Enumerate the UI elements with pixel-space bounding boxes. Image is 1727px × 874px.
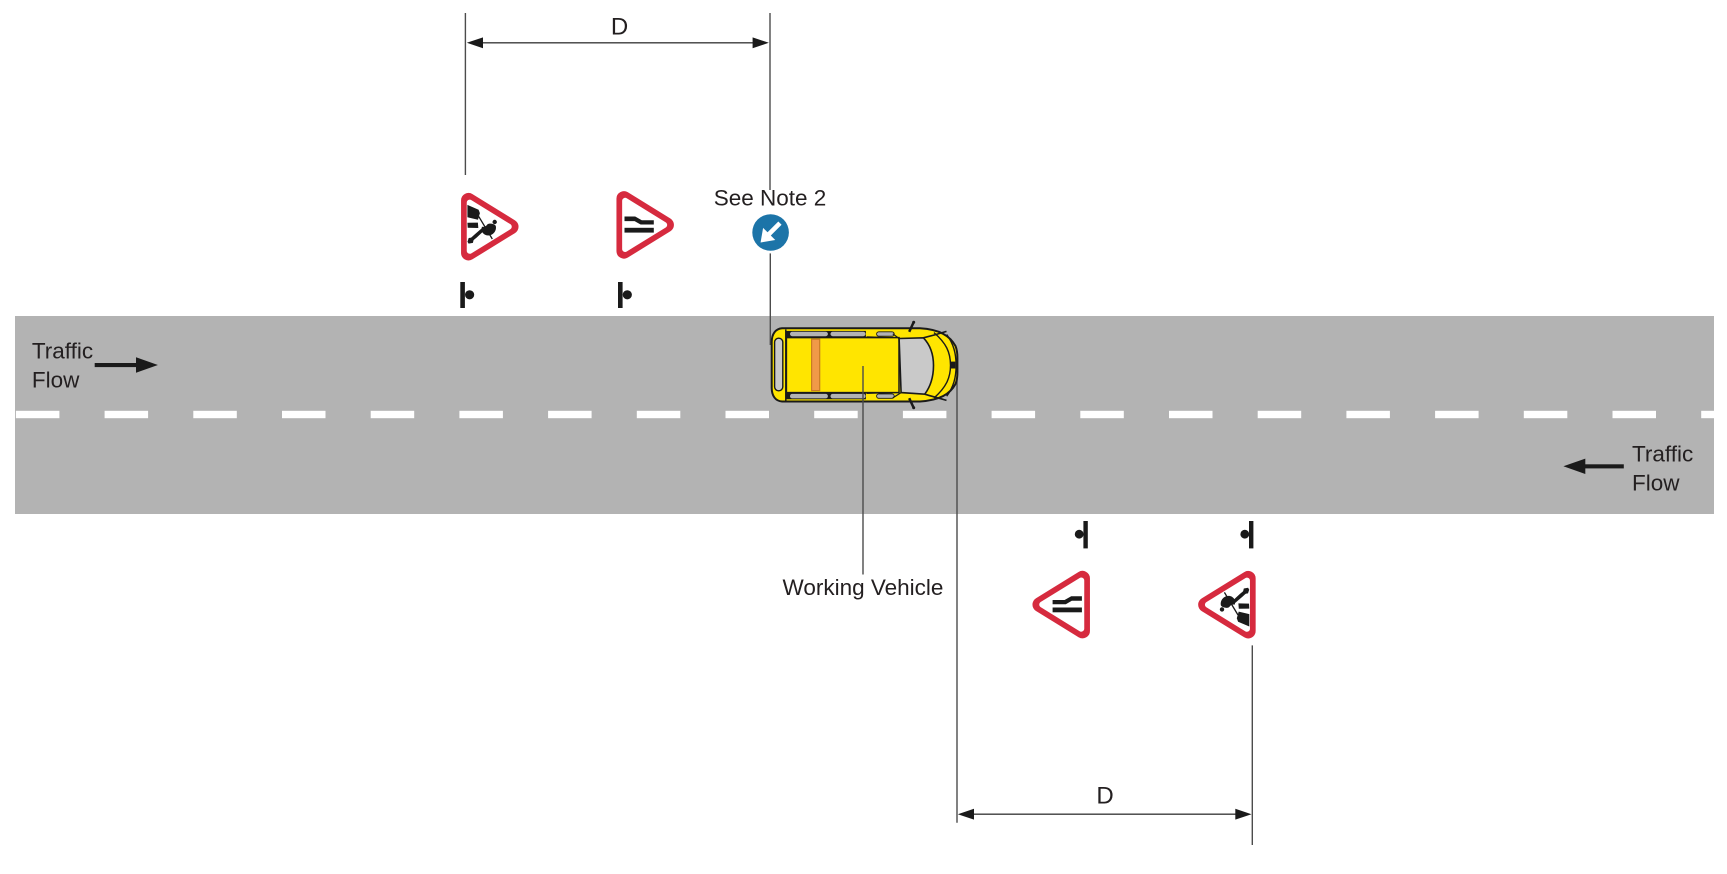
svg-text:Traffic: Traffic: [1632, 442, 1693, 467]
svg-text:D: D: [611, 14, 628, 41]
svg-text:Working Vehicle: Working Vehicle: [783, 575, 944, 600]
svg-text:See Note 2: See Note 2: [714, 186, 827, 211]
svg-text:D: D: [1096, 782, 1113, 809]
svg-text:Flow: Flow: [1632, 470, 1680, 495]
svg-text:Flow: Flow: [32, 367, 80, 392]
svg-text:Traffic: Traffic: [32, 339, 93, 364]
